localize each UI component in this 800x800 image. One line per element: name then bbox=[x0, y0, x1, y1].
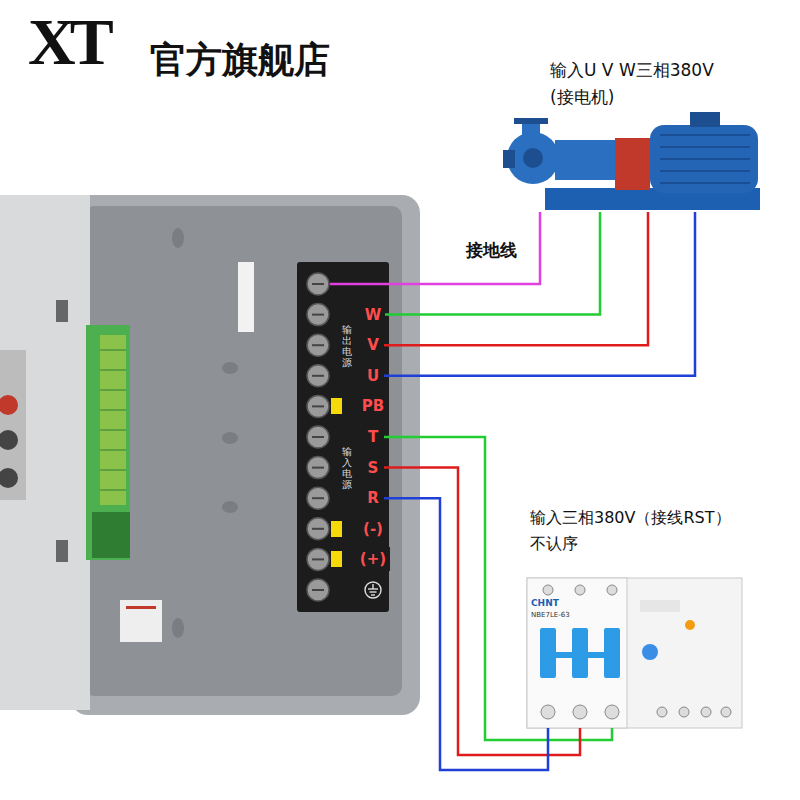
terminal-name: (-) bbox=[363, 517, 383, 541]
ground-wire bbox=[330, 212, 540, 284]
brand-logo: XT bbox=[28, 4, 108, 80]
terminal-label: V bbox=[362, 333, 384, 357]
label-holder: XT bbox=[28, 4, 108, 80]
terminal-group-label: 输入电源 bbox=[342, 446, 352, 490]
terminal-name: W bbox=[365, 303, 382, 327]
terminal-label: S bbox=[362, 456, 384, 480]
label-holder: 输入电源 bbox=[342, 446, 352, 490]
breaker bbox=[527, 578, 742, 728]
brand-mark: CHNT bbox=[531, 598, 559, 608]
terminal-strip bbox=[297, 262, 389, 612]
terminal-label: U bbox=[362, 364, 384, 388]
terminal-name: PB bbox=[362, 394, 384, 418]
terminal-name: (+) bbox=[360, 547, 386, 571]
node-heading: 输入U V W三相380V bbox=[550, 57, 765, 84]
terminal-name: U bbox=[367, 364, 379, 388]
terminal-name: T bbox=[368, 425, 378, 449]
wire-connector bbox=[384, 498, 548, 770]
node-heading: (接电机) bbox=[550, 84, 765, 111]
terminal-name: V bbox=[367, 333, 379, 357]
model-number: NBE7LE-63 bbox=[531, 611, 570, 619]
wire-connector bbox=[384, 437, 612, 740]
terminal-label: (-) bbox=[360, 517, 386, 541]
terminal-label: (+) bbox=[357, 547, 390, 571]
title-holder: 官方旗舰店 bbox=[150, 38, 330, 81]
label-holder: 输出电源 bbox=[342, 324, 352, 368]
label-holder: NBE7LE-63 bbox=[531, 611, 570, 619]
node-heading: 不认序 bbox=[530, 531, 745, 557]
terminal-name: S bbox=[368, 456, 379, 480]
wire-connector bbox=[384, 212, 695, 376]
wire-label: 接地线 bbox=[466, 239, 517, 262]
terminal-name: R bbox=[367, 486, 379, 510]
terminal-label: T bbox=[362, 425, 384, 449]
terminal-label: W bbox=[362, 303, 385, 327]
control-board bbox=[86, 325, 130, 560]
terminal-label: PB bbox=[359, 394, 388, 418]
motor-node: 输入U V W三相380V(接电机) bbox=[505, 55, 765, 212]
label-holder: CHNT bbox=[531, 598, 559, 608]
ground-symbol bbox=[365, 582, 381, 598]
wire-connector bbox=[385, 212, 601, 315]
wire-connector bbox=[384, 212, 648, 345]
node-heading: 输入三相380V（接线RST） bbox=[530, 505, 745, 531]
label-holder: 接地线 bbox=[466, 239, 517, 262]
terminal-group-label: 输出电源 bbox=[342, 324, 352, 368]
store-title: 官方旗舰店 bbox=[150, 38, 330, 81]
terminal-label: R bbox=[362, 486, 384, 510]
motor-pump bbox=[503, 112, 760, 210]
inverter-housing bbox=[0, 195, 420, 715]
